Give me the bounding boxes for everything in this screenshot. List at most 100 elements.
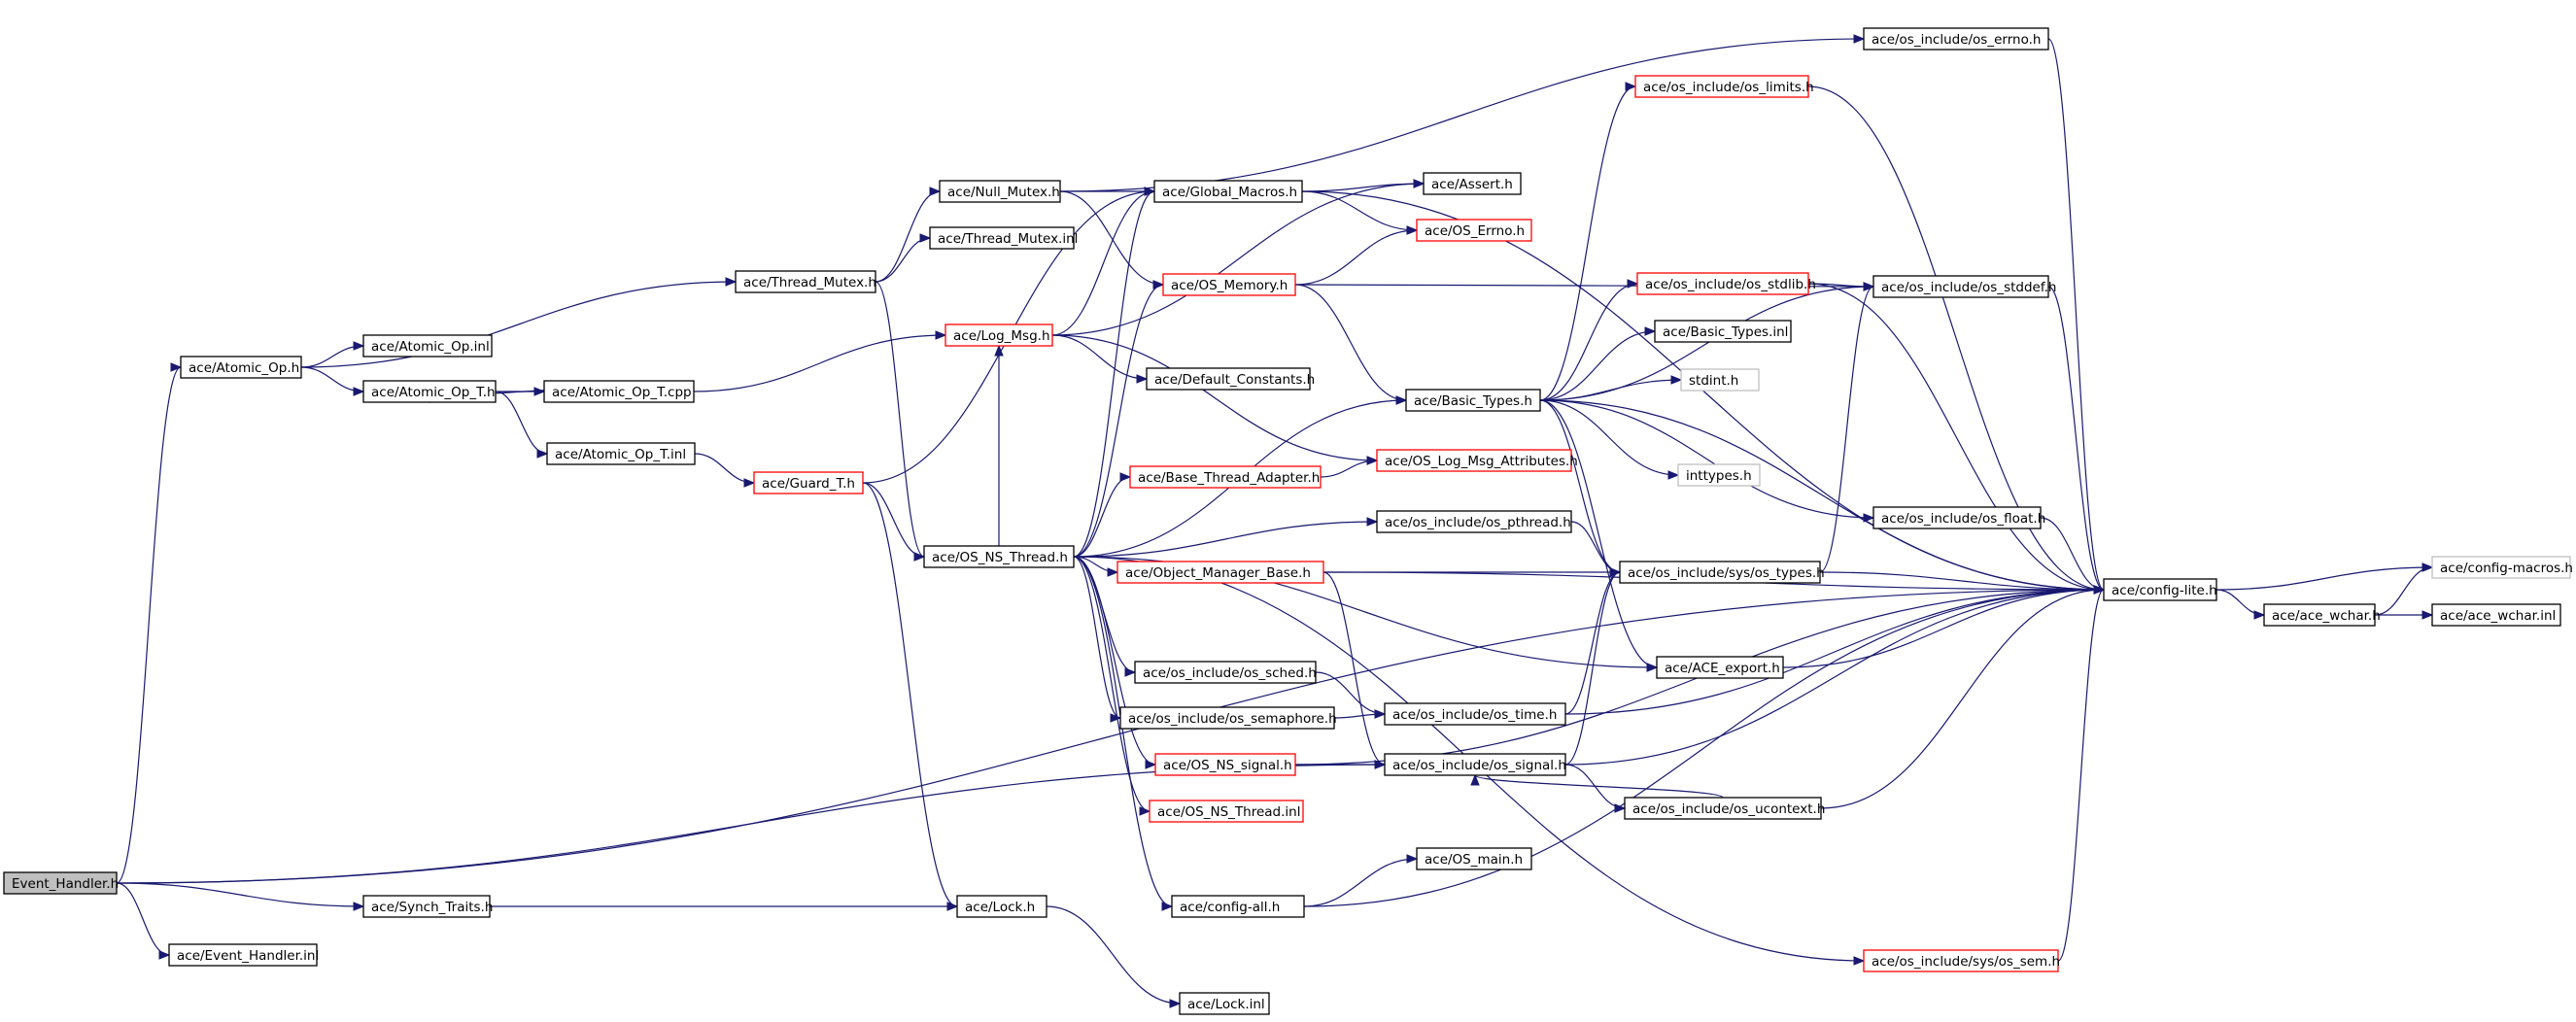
node-thread-mutex-inl[interactable]: ace/Thread_Mutex.inl (929, 226, 1078, 250)
node-label: ace/Atomic_Op.h (189, 360, 299, 376)
node-atomic-op-t-inl[interactable]: ace/Atomic_Op_T.inl (546, 442, 696, 465)
node-ace-wchar-h[interactable]: ace/ace_wchar.h (2263, 603, 2381, 627)
node-config-all-h[interactable]: ace/config-all.h (1171, 895, 1305, 918)
node-os-ucontext-h[interactable]: ace/os_include/os_ucontext.h (1624, 797, 1825, 820)
node-atomic-op-t-cpp[interactable]: ace/Atomic_Op_T.cpp (543, 380, 695, 403)
node-box (923, 545, 1075, 568)
edge-line (1059, 38, 1865, 192)
node-box (3, 871, 118, 895)
node-label: ace/Null_Mutex.h (947, 185, 1060, 200)
edge-line (1051, 334, 1148, 380)
node-os-log-msg-attributes-h[interactable]: ace/OS_Log_Msg_Attributes.h (1376, 449, 1578, 472)
node-lock-h[interactable]: ace/Lock.h (956, 895, 1048, 918)
node-atomic-op-h[interactable]: ace/Atomic_Op.h (180, 356, 302, 379)
node-ace-export-h[interactable]: ace/ACE_export.h (1656, 656, 1784, 679)
edge-os_ns_thread_h-to-os_ns_signal_h (1073, 556, 1157, 769)
edge-basic_types_h-to-os_limits_h (1539, 82, 1637, 401)
edge-line (1539, 330, 1656, 401)
node-os-errno-h[interactable]: ace/os_include/os_errno.h (1863, 27, 2049, 51)
node-os-memory-h[interactable]: ace/OS_Memory.h (1162, 273, 1296, 296)
node-inttypes-h[interactable]: inttypes.h (1677, 463, 1761, 487)
node-box (2431, 603, 2561, 627)
edge-basic_types_h-to-ace_export_h (1539, 399, 1659, 672)
edge-arrowhead (1853, 34, 1866, 44)
node-box (929, 226, 1075, 250)
node-os-limits-h[interactable]: ace/os_include/os_limits.h (1634, 75, 1814, 98)
node-ace-wchar-inl[interactable]: ace/ace_wchar.inl (2431, 603, 2561, 627)
node-basic-types-inl[interactable]: ace/Basic_Types.inl (1654, 320, 1792, 343)
node-label: ace/os_include/sys/os_types.h (1628, 565, 1825, 581)
edge-line (1564, 589, 2105, 766)
node-os-semaphore-h[interactable]: ace/os_include/os_semaphore.h (1119, 706, 1337, 730)
node-global-macros-h[interactable]: ace/Global_Macros.h (1153, 180, 1303, 203)
edge-line (1073, 476, 1131, 558)
edge-arrowhead (1625, 82, 1637, 91)
edge-line (1294, 229, 1418, 286)
node-box (945, 324, 1053, 347)
edge-arrowhead (929, 187, 942, 196)
node-label: ace/os_include/os_semaphore.h (1128, 711, 1337, 727)
node-os-pthread-h[interactable]: ace/os_include/os_pthread.h (1376, 510, 1572, 533)
node-os-ns-signal-h[interactable]: ace/OS_NS_signal.h (1154, 753, 1296, 776)
edge-line (875, 281, 925, 558)
edge-line (1819, 286, 1874, 573)
node-object-manager-base-h[interactable]: ace/Object_Manager_Base.h (1116, 561, 1324, 584)
node-os-signal-h[interactable]: ace/os_include/os_signal.h (1384, 753, 1566, 776)
edge-log_msg_h-to-default_constants_h (1051, 334, 1149, 384)
node-os-time-h[interactable]: ace/os_include/os_time.h (1384, 702, 1566, 726)
edge-line (1570, 521, 1621, 573)
edge-os_ns_thread_h-to-base_thread_adapter_h (1073, 472, 1132, 558)
edge-atomic_op_h-to-thread_mutex_h (300, 277, 738, 368)
edge-arrowhead (743, 478, 756, 488)
edge-os_ns_thread_h-to-global_macros_h (1073, 187, 1156, 558)
node-os-sched-h[interactable]: ace/os_include/os_sched.h (1134, 661, 1317, 684)
node-os-float-h[interactable]: ace/os_include/os_float.h (1872, 506, 2045, 529)
edge-arrowhead (946, 902, 959, 911)
node-atomic-op-inl[interactable]: ace/Atomic_Op.inl (362, 334, 493, 358)
edge-os_ucontext_h-to-config_lite_h (1820, 585, 2106, 809)
node-event-handler-inl[interactable]: ace/Event_Handler.inl (168, 943, 319, 967)
node-os-stdlib-h[interactable]: ace/os_include/os_stdlib.h (1636, 272, 1816, 295)
node-base-thread-adapter-h[interactable]: ace/Base_Thread_Adapter.h (1129, 465, 1322, 489)
nodes-layer: Event_Handler.h ace/Atomic_Op.h ace/Synch_… (3, 27, 2573, 1015)
edge-thread_mutex_h-to-thread_mutex_inl (875, 233, 932, 283)
node-config-lite-h[interactable]: ace/config-lite.h (2103, 578, 2217, 601)
edge-ace_wchar_h-to-ace_wchar_inl (2375, 610, 2434, 620)
node-guard-t-h[interactable]: ace/Guard_T.h (753, 471, 864, 494)
edge-line (693, 334, 946, 392)
node-os-ns-thread-inl[interactable]: ace/OS_NS_Thread.inl (1149, 800, 1304, 823)
edge-atomic_op_t_inl-to-guard_t_h (694, 453, 756, 488)
node-log-msg-h[interactable]: ace/Log_Msg.h (945, 324, 1053, 347)
node-os-types-h[interactable]: ace/os_include/sys/os_types.h (1619, 561, 1825, 584)
node-synch-traits-h[interactable]: ace/Synch_Traits.h (362, 895, 493, 918)
node-label: ace/Lock.inl (1187, 997, 1265, 1012)
node-thread-mutex-h[interactable]: ace/Thread_Mutex.h (735, 270, 876, 293)
edge-os_semaphore_h-to-os_time_h (1333, 709, 1387, 719)
node-event-handler-h[interactable]: Event_Handler.h (3, 871, 119, 895)
node-os-errno-big-h[interactable]: ace/OS_Errno.h (1416, 219, 1532, 242)
edge-arrowhead (1152, 280, 1165, 290)
node-os-ns-thread-h[interactable]: ace/OS_NS_Thread.h (923, 545, 1075, 568)
node-atomic-op-t-h[interactable]: ace/Atomic_Op_T.h (362, 380, 497, 403)
node-lock-inl[interactable]: ace/Lock.inl (1179, 992, 1270, 1015)
node-box (1624, 797, 1822, 820)
node-assert-h[interactable]: ace/Assert.h (1423, 172, 1522, 195)
edges-layer (116, 34, 2434, 1008)
node-os-sem-h[interactable]: ace/os_include/sys/os_sem.h (1863, 949, 2060, 972)
node-stdint-h[interactable]: stdint.h (1680, 368, 1760, 392)
node-default-constants-h[interactable]: ace/Default_Constants.h (1146, 367, 1315, 391)
node-box (1384, 702, 1566, 726)
edge-arrowhead (1107, 567, 1119, 577)
edge-arrowhead (1374, 760, 1387, 769)
node-null-mutex-h[interactable]: ace/Null_Mutex.h (939, 180, 1061, 203)
node-label: ace/OS_Memory.h (1171, 278, 1288, 293)
edge-basic_types_h-to-basic_types_inl (1539, 326, 1657, 401)
node-config-macros-h[interactable]: ace/config-macros.h (2431, 556, 2573, 579)
edge-ace_wchar_h-to-config_macros_h (2374, 562, 2434, 616)
node-os-main-h[interactable]: ace/OS_main.h (1416, 847, 1532, 870)
edge-arrowhead (1413, 179, 1425, 188)
edge-os_ns_thread_h-to-os_memory_h (1073, 280, 1165, 558)
node-basic-types-h[interactable]: ace/Basic_Types.h (1405, 389, 1541, 412)
edge-line (1073, 556, 1173, 907)
node-os-stddef-h[interactable]: ace/os_include/os_stddef.h (1872, 275, 2056, 298)
